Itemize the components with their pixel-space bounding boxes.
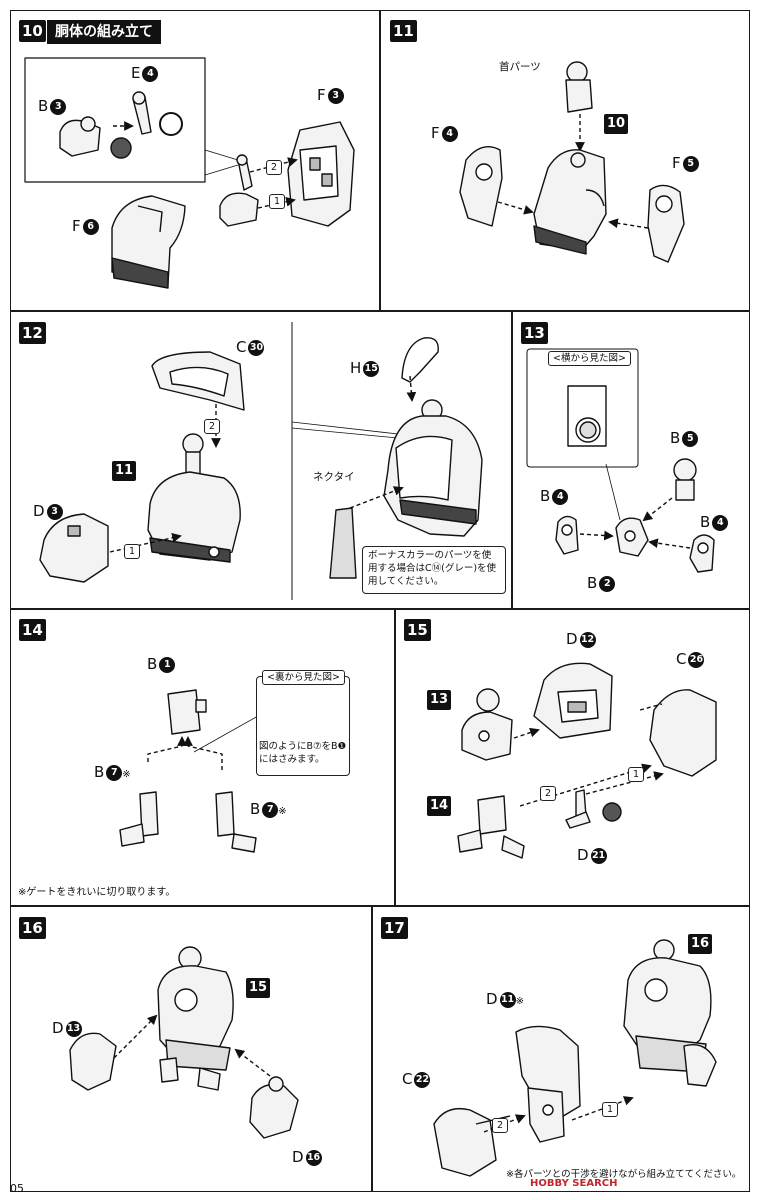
s15-ref-14: 14 (427, 796, 452, 816)
s14-part-b1 (167, 689, 201, 735)
step-12-number: 12 (19, 322, 46, 344)
s15-part-14 (477, 795, 507, 835)
s16-part-d16 (249, 1083, 299, 1139)
step-15-number: 15 (404, 619, 431, 641)
s15-part-c26 (649, 689, 717, 777)
s17-order-2: 2 (492, 1118, 509, 1133)
s11-label-neck: 首パーツ (499, 61, 541, 73)
s16-part-d13 (69, 1032, 117, 1091)
s12-order-2: 2 (204, 419, 221, 434)
step-16-number: 16 (19, 917, 46, 939)
s15-order-2: 2 (540, 786, 557, 801)
s17-interference-note: ※各パーツとの干渉を避けながら組み立ててください。 (506, 1169, 742, 1180)
s17-order-1: 1 (602, 1102, 619, 1117)
s12-bonus-note: ボーナスカラーのパーツを使用する場合はC⑭(グレー)を使用してください。 (362, 546, 506, 594)
s17-assembly-16 (623, 957, 712, 1057)
s17-ref-16: 16 (688, 934, 713, 954)
s12-order-1: 1 (124, 544, 141, 559)
s12-label-tie: ネクタイ (313, 471, 355, 483)
s12-torso-11 (147, 471, 241, 561)
s12-ref-11: 11 (112, 461, 137, 481)
s14-back-view-title: <裏から見た図> (262, 670, 345, 685)
s11-neck-ball (566, 61, 588, 83)
s17-part-c22 (433, 1107, 497, 1177)
step-10-title: 胴体の組み立て (47, 20, 161, 44)
s14-ref-13: 13 (427, 690, 452, 710)
s12-tie (329, 507, 357, 579)
s16-ref-15: 15 (246, 978, 271, 998)
s14-gate-note: ※ゲートをきれいに切り取ります。 (18, 887, 176, 898)
s13-side-view-title: <横から見た図> (548, 351, 631, 366)
s12-part-h15 (401, 337, 439, 383)
s14-part-b7-right (215, 791, 235, 837)
step-10-number: 10 (19, 20, 46, 42)
page-number: 05 (10, 1182, 24, 1195)
s11-part-f4 (459, 146, 503, 227)
s11-ref-10: 10 (604, 114, 629, 134)
step-14-number: 14 (19, 619, 46, 641)
s13-part-b5 (673, 458, 697, 482)
s14-part-b7-left (139, 791, 159, 837)
watermark-logo: HOBBY SEARCH (530, 1178, 618, 1189)
s15-order-1: 1 (628, 767, 645, 782)
step-17-number: 17 (381, 917, 408, 939)
s10-order-1: 1 (269, 194, 286, 209)
s14-back-view-note: 図のようにB⑦をB❶にはさみます。 (259, 741, 347, 765)
s10-order-2: 2 (266, 160, 283, 175)
s16-assembly-15 (157, 965, 234, 1061)
s12-part-d3 (39, 513, 109, 583)
step-11-number: 11 (390, 20, 417, 42)
step-13-number: 13 (521, 322, 548, 344)
s15-part-13-ball (476, 688, 500, 712)
